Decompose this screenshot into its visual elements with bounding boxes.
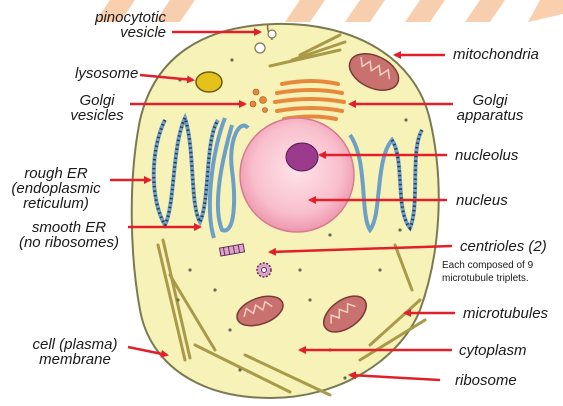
nucleolus-shape [286, 143, 318, 171]
label-cytoplasm: cytoplasm [459, 343, 527, 358]
centrioles-note: Each composed of 9 microtubule triplets. [442, 259, 533, 285]
label-lysosome: lysosome [75, 66, 138, 81]
label-cell-membrane: cell (plasma) membrane [22, 337, 128, 367]
label-nucleus: nucleus [456, 193, 508, 208]
label-pinocytotic-vesicle: pinocytotic vesicle [66, 10, 166, 40]
label-centrioles: centrioles (2) [460, 239, 547, 254]
label-ribosome: ribosome [455, 373, 517, 388]
label-microtubules: microtubules [463, 306, 548, 321]
label-rough-er: rough ER (endoplasmic reticulum) [4, 166, 108, 211]
label-golgi-apparatus: Golgi apparatus [455, 93, 525, 123]
label-golgi-vesicles: Golgi vesicles [64, 93, 130, 123]
nucleus-shape [240, 118, 354, 232]
label-nucleolus: nucleolus [455, 148, 518, 163]
lysosome-shape [196, 72, 222, 92]
label-smooth-er: smooth ER (no ribosomes) [10, 220, 128, 250]
label-mitochondria: mitochondria [453, 47, 539, 62]
